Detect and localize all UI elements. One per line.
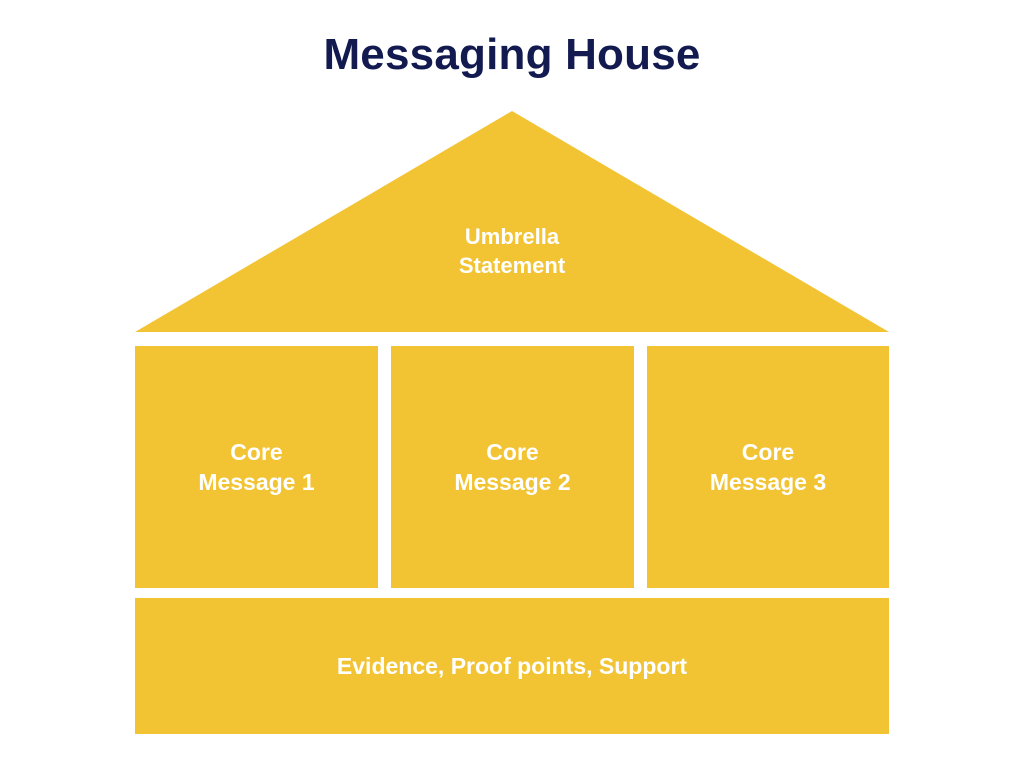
roof-label: Umbrella Statement xyxy=(458,224,566,278)
foundation: Evidence, Proof points, Support xyxy=(135,598,889,734)
pillar-2-label: Core Message 2 xyxy=(454,439,571,495)
pillar-3: Core Message 3 xyxy=(647,346,889,588)
pillar-3-label: Core Message 3 xyxy=(709,439,827,495)
pillar-2: Core Message 2 xyxy=(391,346,634,588)
pillar-1: Core Message 1 xyxy=(135,346,378,588)
roof-triangle xyxy=(135,111,889,332)
pillar-1-label: Core Message 1 xyxy=(198,439,315,495)
foundation-label: Evidence, Proof points, Support xyxy=(336,653,688,679)
diagram-title: Messaging House xyxy=(323,30,701,79)
